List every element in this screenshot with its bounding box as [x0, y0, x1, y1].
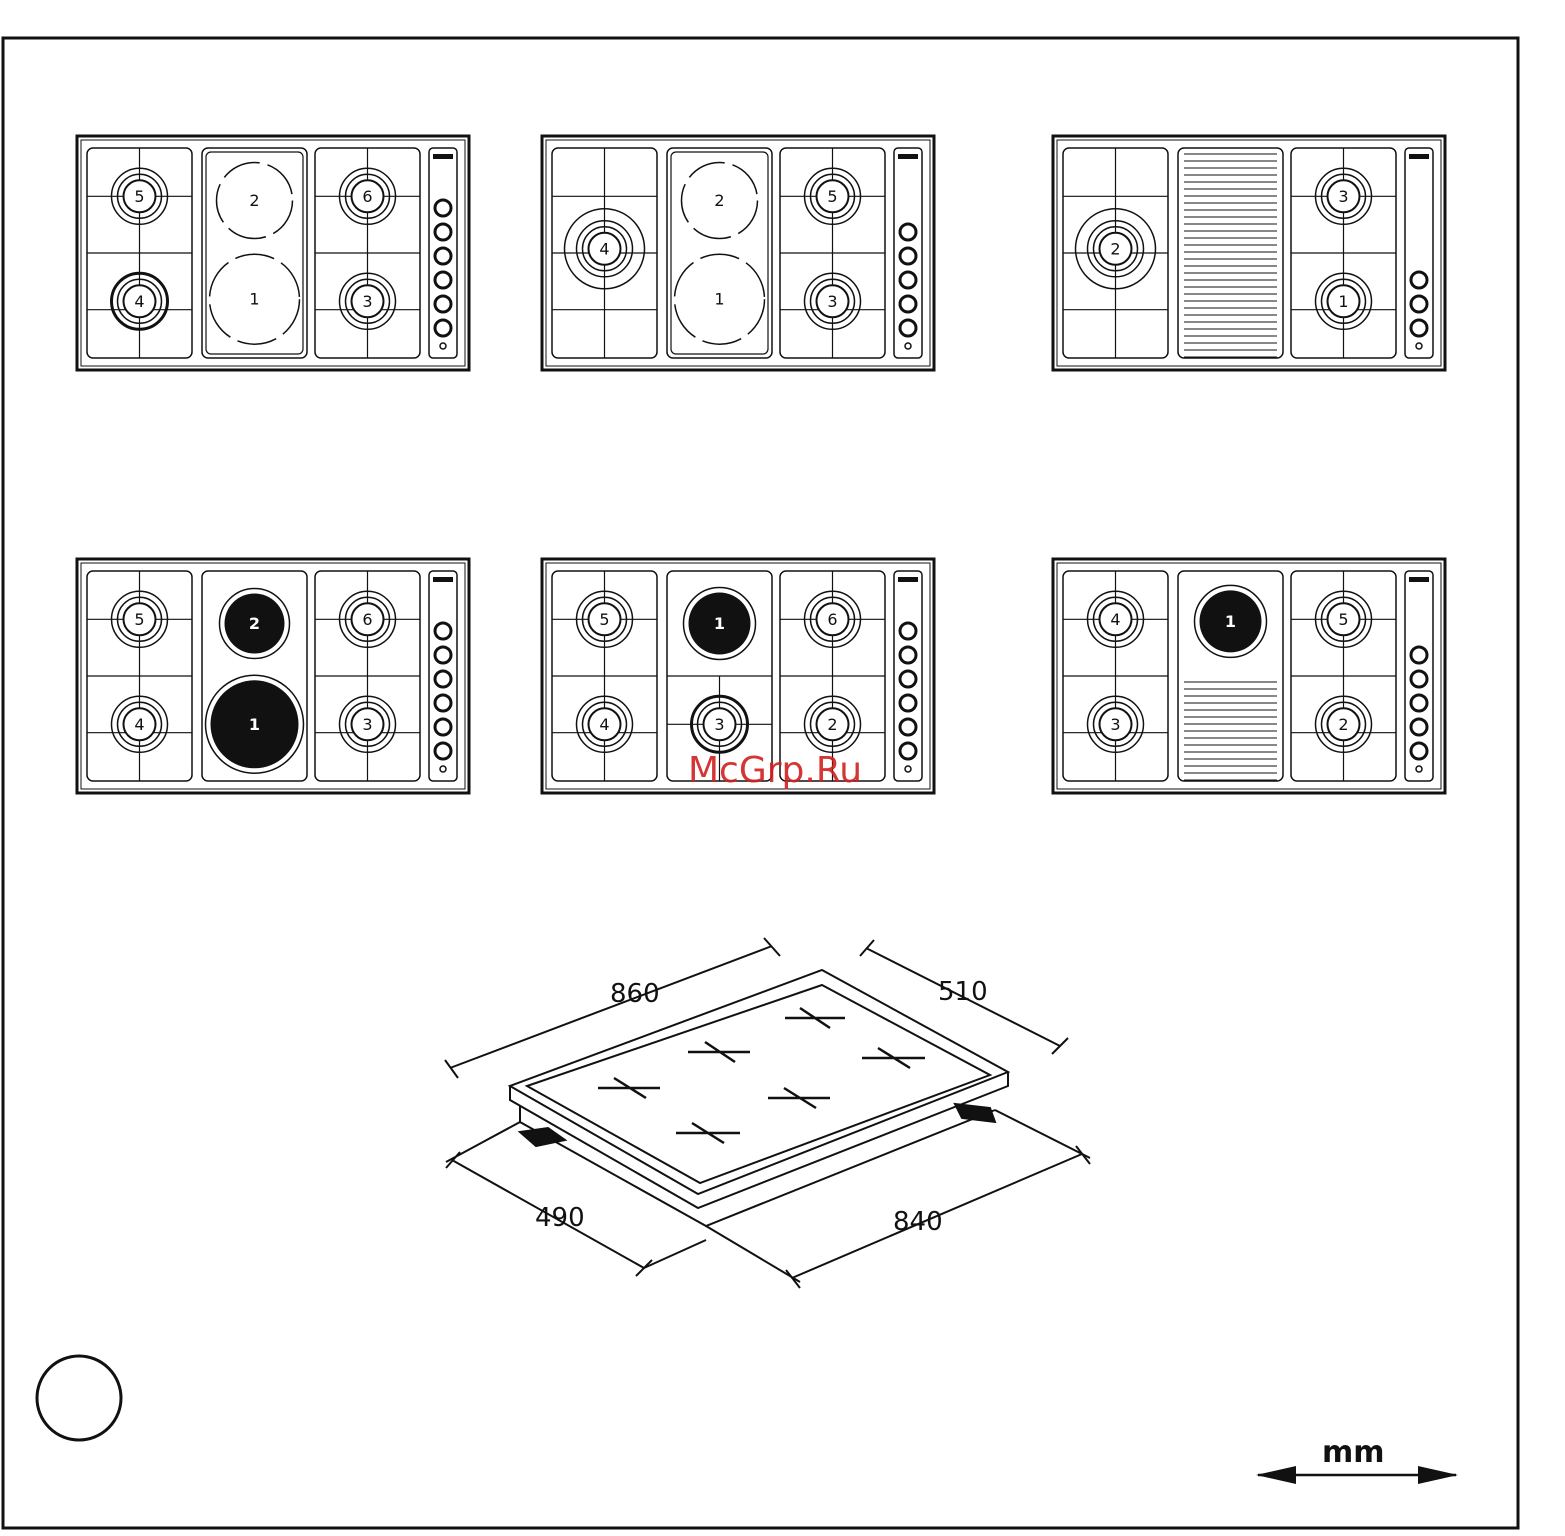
- unit-arrow-right-head: [1418, 1466, 1458, 1484]
- burner-number: 5: [134, 610, 144, 629]
- brand-badge: [433, 154, 453, 159]
- burner-number: 4: [599, 715, 609, 734]
- burner-number: 5: [827, 187, 837, 206]
- control-knob: [435, 272, 451, 288]
- brand-badge: [1409, 577, 1429, 582]
- burner-number: 2: [1110, 239, 1120, 258]
- burner-number: 5: [134, 187, 144, 206]
- control-knob: [900, 248, 916, 264]
- control-knob: [900, 671, 916, 687]
- burner-number: 4: [134, 292, 144, 311]
- control-knob: [435, 320, 451, 336]
- hob-layouts: 5 4 2 1 6 3 4 2 1 5 3 2 3 1 5 4 2 1 6 3 5 4 1 3 6 2 4 3 1 5 2: [77, 136, 1445, 793]
- control-knob: [1411, 320, 1427, 336]
- burner-number: 6: [362, 187, 372, 206]
- brand-badge: [1409, 154, 1429, 159]
- control-knob: [1411, 695, 1427, 711]
- control-knob: [435, 200, 451, 216]
- control-knob: [435, 671, 451, 687]
- plate-number: 1: [714, 290, 724, 309]
- control-knob: [1411, 296, 1427, 312]
- control-knob: [900, 743, 916, 759]
- hob-front-edge: [510, 1072, 1008, 1208]
- control-knob: [1411, 743, 1427, 759]
- foot-right: [955, 1104, 995, 1122]
- control-knob: [1411, 272, 1427, 288]
- hotplate-number: 1: [249, 715, 260, 734]
- burner-number: 6: [827, 610, 837, 629]
- control-knob: [435, 647, 451, 663]
- control-knob: [435, 623, 451, 639]
- burner-number: 4: [1110, 610, 1120, 629]
- hotplate-number: 1: [714, 614, 725, 633]
- unit-arrow-left-head: [1256, 1466, 1296, 1484]
- burner-number: 3: [1338, 187, 1348, 206]
- burner-number: 1: [1338, 292, 1348, 311]
- brand-badge: [433, 577, 453, 582]
- burner-number: 3: [827, 292, 837, 311]
- burner-number: 3: [1110, 715, 1120, 734]
- burner-number: 4: [599, 239, 609, 258]
- control-knob: [900, 719, 916, 735]
- burner-number: 3: [714, 715, 724, 734]
- burner-number: 4: [134, 715, 144, 734]
- burner-number: 3: [362, 715, 372, 734]
- control-knob: [435, 296, 451, 312]
- hob-layout-6: 4 3 1 5 2: [1053, 559, 1445, 793]
- burner-number: 2: [1338, 715, 1348, 734]
- hob-layout-2: 4 2 1 5 3: [542, 136, 934, 370]
- hob-top-inner: [527, 985, 990, 1183]
- brand-badge: [898, 577, 918, 582]
- dim-label-840: 840: [893, 1207, 943, 1237]
- burner-number: 2: [827, 715, 837, 734]
- hob-dimension-drawing: [445, 938, 1090, 1288]
- control-knob: [900, 320, 916, 336]
- dim-label-860: 860: [610, 979, 660, 1009]
- plate-number: 1: [249, 290, 259, 309]
- hotplate-number: 1: [1225, 612, 1236, 631]
- control-knob: [900, 623, 916, 639]
- hob-layout-1: 5 4 2 1 6 3: [77, 136, 469, 370]
- burner-number: 3: [362, 292, 372, 311]
- section-circle: [37, 1356, 121, 1440]
- burner-number: 6: [362, 610, 372, 629]
- watermark: McGrp.Ru: [688, 750, 862, 791]
- control-knob: [1411, 671, 1427, 687]
- brand-badge: [898, 154, 918, 159]
- burner-number: 5: [1338, 610, 1348, 629]
- hob-layout-4: 5 4 2 1 6 3: [77, 559, 469, 793]
- control-knob: [435, 719, 451, 735]
- unit-marker: mm: [1256, 1435, 1458, 1484]
- control-knob: [900, 224, 916, 240]
- control-knob: [900, 272, 916, 288]
- dim-label-490: 490: [535, 1203, 585, 1233]
- burner-number: 5: [599, 610, 609, 629]
- plate-number: 2: [249, 191, 259, 210]
- control-knob: [435, 743, 451, 759]
- unit-label: mm: [1322, 1435, 1385, 1470]
- control-knob: [900, 695, 916, 711]
- burner-marks: [598, 1008, 925, 1143]
- hotplate-number: 2: [249, 614, 260, 633]
- control-knob: [435, 248, 451, 264]
- control-knob: [1411, 719, 1427, 735]
- control-knob: [435, 224, 451, 240]
- control-knob: [900, 296, 916, 312]
- dim-label-510: 510: [938, 977, 988, 1007]
- control-knob: [900, 647, 916, 663]
- hob-layout-3: 2 3 1: [1053, 136, 1445, 370]
- control-knob: [1411, 647, 1427, 663]
- plate-number: 2: [714, 191, 724, 210]
- control-knob: [435, 695, 451, 711]
